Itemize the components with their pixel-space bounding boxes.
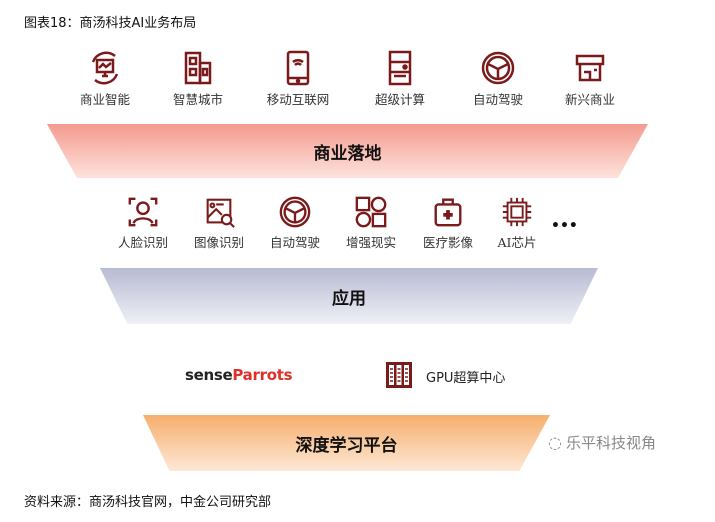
mobile-wifi-icon [286, 50, 310, 86]
application-item: 增强现实 [326, 195, 416, 251]
figure-title: 图表18：商汤科技AI业务布局 [24, 16, 197, 31]
commercial-item: 新兴商业 [545, 50, 635, 108]
application-item: 人脸识别 [98, 195, 188, 251]
more-ellipsis: ••• [551, 218, 578, 234]
steering-wheel-icon [481, 51, 515, 85]
item-label: 自动驾驶 [269, 235, 320, 250]
item-label: 增强现实 [345, 235, 396, 250]
item-label: 医疗影像 [422, 235, 473, 250]
shapes-icon [355, 196, 387, 228]
logo-parrots-text: Parrots [232, 366, 293, 384]
logo-sense-text: sense [185, 366, 233, 384]
commercial-layer: 商业落地 [47, 124, 648, 178]
watermark: ◌乐平科技视角 [548, 432, 656, 453]
monitor-chart-icon [91, 51, 119, 85]
item-label: 图像识别 [193, 235, 244, 250]
item-label: 新兴商业 [564, 92, 615, 107]
application-layer: 应用 [100, 268, 598, 324]
item-label: 智慧城市 [172, 92, 223, 107]
commercial-item: 超级计算 [355, 50, 445, 108]
source-note: 资料来源：商汤科技官网，中金公司研究部 [24, 495, 272, 510]
item-label: 自动驾驶 [472, 92, 523, 107]
application-item: 医疗影像 [403, 195, 493, 251]
chip-icon [502, 197, 532, 227]
application-item: AI芯片 [472, 195, 562, 251]
platform-layer: 深度学习平台 [143, 415, 550, 471]
item-label: 超级计算 [374, 92, 425, 107]
item-label: AI芯片 [497, 235, 537, 250]
watermark-text: 乐平科技视角 [565, 434, 656, 452]
application-item: 自动驾驶 [250, 195, 340, 251]
wechat-icon: ◌ [548, 433, 562, 452]
face-scan-icon [128, 197, 158, 227]
commercial-item: 移动互联网 [253, 50, 343, 108]
commercial-item: 智慧城市 [153, 50, 243, 108]
item-label: 商业智能 [79, 92, 130, 107]
medical-kit-icon [434, 198, 462, 227]
store-icon [575, 54, 605, 82]
commercial-item: 商业智能 [60, 50, 150, 108]
image-search-icon [206, 198, 235, 228]
sense-parrots-logo: senseParrots [185, 366, 293, 384]
item-label: 移动互联网 [266, 92, 330, 107]
server-icon [388, 50, 412, 86]
application-item: 图像识别 [174, 195, 264, 251]
steering-wheel-icon [279, 196, 311, 228]
gpu-server-icon [386, 362, 412, 388]
gpu-center-label: GPU超算中心 [426, 371, 506, 386]
buildings-icon [184, 51, 212, 85]
item-label: 人脸识别 [117, 235, 168, 250]
commercial-item: 自动驾驶 [453, 50, 543, 108]
